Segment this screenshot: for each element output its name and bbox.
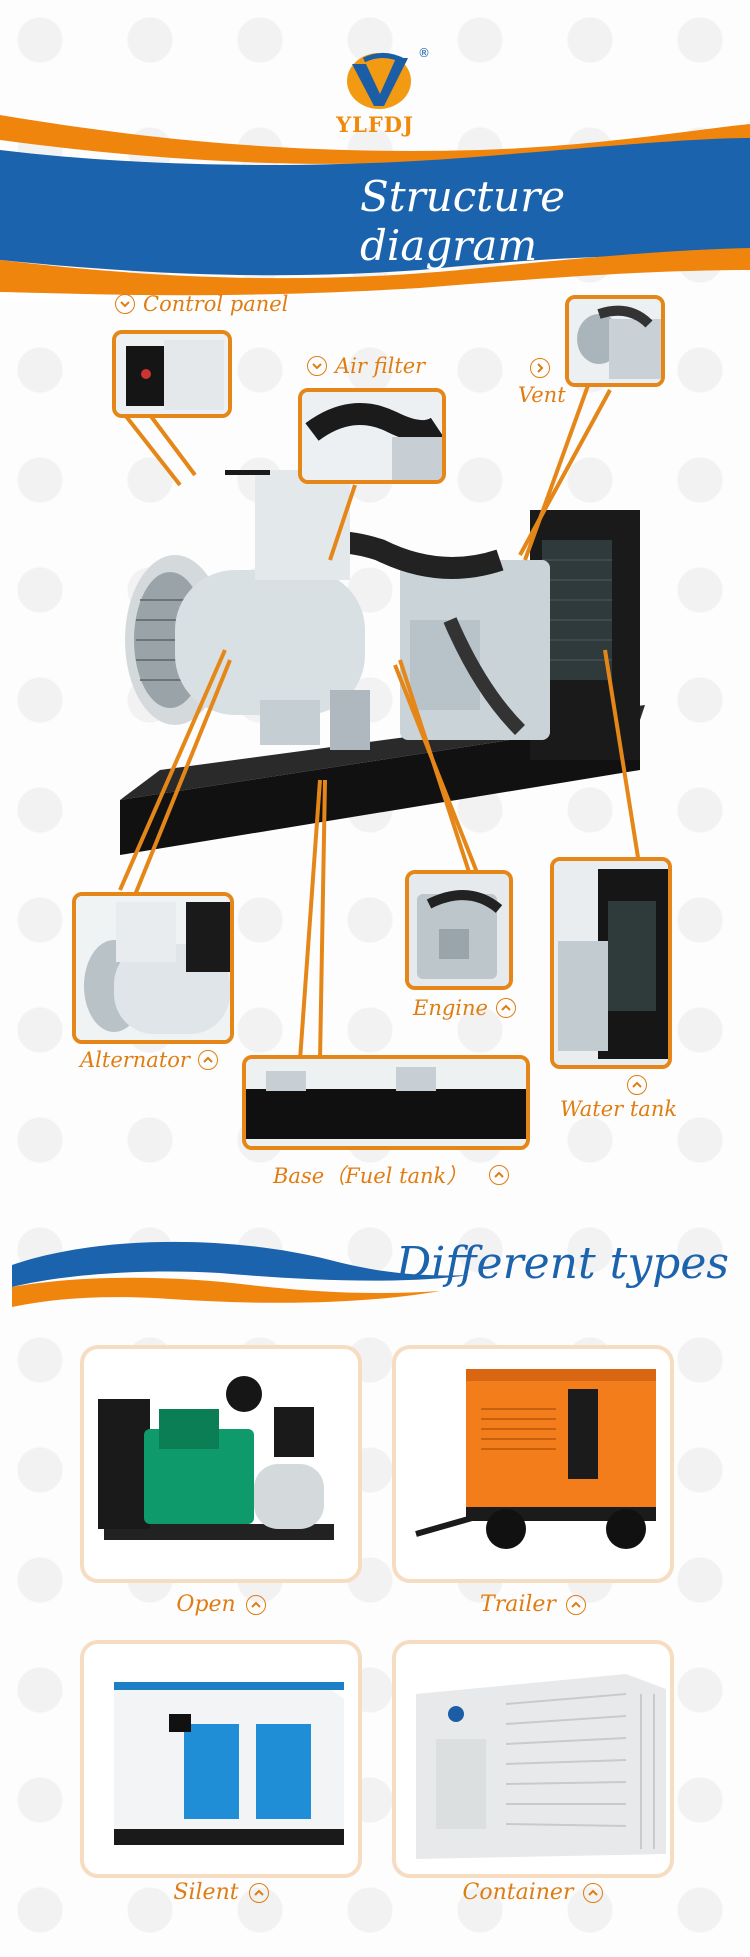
type-label-container: Container [392, 1880, 674, 1905]
brand-name: YLFDJ [336, 112, 414, 137]
control-panel-text: Control panel [143, 292, 289, 316]
chevron-up-circle-icon [565, 1594, 586, 1615]
container-generator-image [416, 1674, 666, 1859]
chevron-up-circle-icon [583, 1882, 604, 1903]
structure-banner [0, 115, 750, 300]
base-fuel-tank-label: Base（Fuel tank） [273, 1160, 510, 1190]
chevron-up-circle-icon [245, 1594, 266, 1615]
registered-mark: ® [418, 46, 430, 60]
vent-thumbnail [565, 295, 665, 387]
alternator-text: Alternator [80, 1048, 190, 1072]
open-text: Open [176, 1592, 236, 1617]
type-card-open[interactable] [80, 1345, 362, 1583]
structure-diagram-title: Structure diagram [360, 172, 566, 270]
generator-illustration [120, 470, 645, 855]
brand-logo-icon [347, 53, 411, 109]
chevron-up-circle-icon [495, 998, 516, 1018]
type-card-trailer[interactable] [392, 1345, 674, 1583]
engine-thumbnail [405, 870, 513, 990]
air-filter-text: Air filter [335, 354, 426, 378]
chevron-right-circle-icon [530, 358, 550, 378]
vent-label: Vent [518, 383, 566, 407]
chevron-up-circle-icon [197, 1050, 218, 1070]
silent-generator-image [114, 1682, 344, 1845]
chevron-down-circle-icon [115, 294, 135, 314]
type-label-trailer: Trailer [392, 1592, 674, 1617]
different-types-title: Different types [396, 1238, 729, 1289]
chevron-up-circle-icon [248, 1882, 269, 1903]
engine-label: Engine [413, 996, 516, 1020]
type-label-silent: Silent [80, 1880, 362, 1905]
base-fuel-tank-text: Base（Fuel tank） [273, 1164, 468, 1188]
type-label-open: Open [80, 1592, 362, 1617]
type-card-container[interactable] [392, 1640, 674, 1878]
types-banner [12, 1241, 470, 1307]
callout-leader-lines [118, 379, 642, 1061]
chevron-up-circle-icon [489, 1165, 510, 1185]
control-panel-thumbnail [112, 330, 232, 418]
water-tank-text: Water tank [560, 1097, 678, 1121]
trailer-text: Trailer [480, 1592, 556, 1617]
water-tank-label: Water tank [560, 1097, 677, 1121]
control-panel-label: Control panel [115, 292, 288, 316]
container-text: Container [462, 1880, 574, 1905]
chevron-up-circle-icon [627, 1075, 648, 1095]
type-card-silent[interactable] [80, 1640, 362, 1878]
vent-text: Vent [518, 383, 566, 407]
base-fuel-tank-thumbnail [242, 1055, 530, 1150]
water-tank-thumbnail [550, 857, 672, 1069]
alternator-label: Alternator [80, 1048, 218, 1072]
air-filter-thumbnail [298, 388, 446, 484]
open-generator-image [98, 1376, 334, 1540]
silent-text: Silent [173, 1880, 239, 1905]
chevron-down-circle-icon [307, 356, 327, 376]
air-filter-label: Air filter [307, 354, 425, 378]
trailer-generator-image [415, 1369, 656, 1549]
alternator-thumbnail [72, 892, 234, 1044]
engine-text: Engine [413, 996, 488, 1020]
